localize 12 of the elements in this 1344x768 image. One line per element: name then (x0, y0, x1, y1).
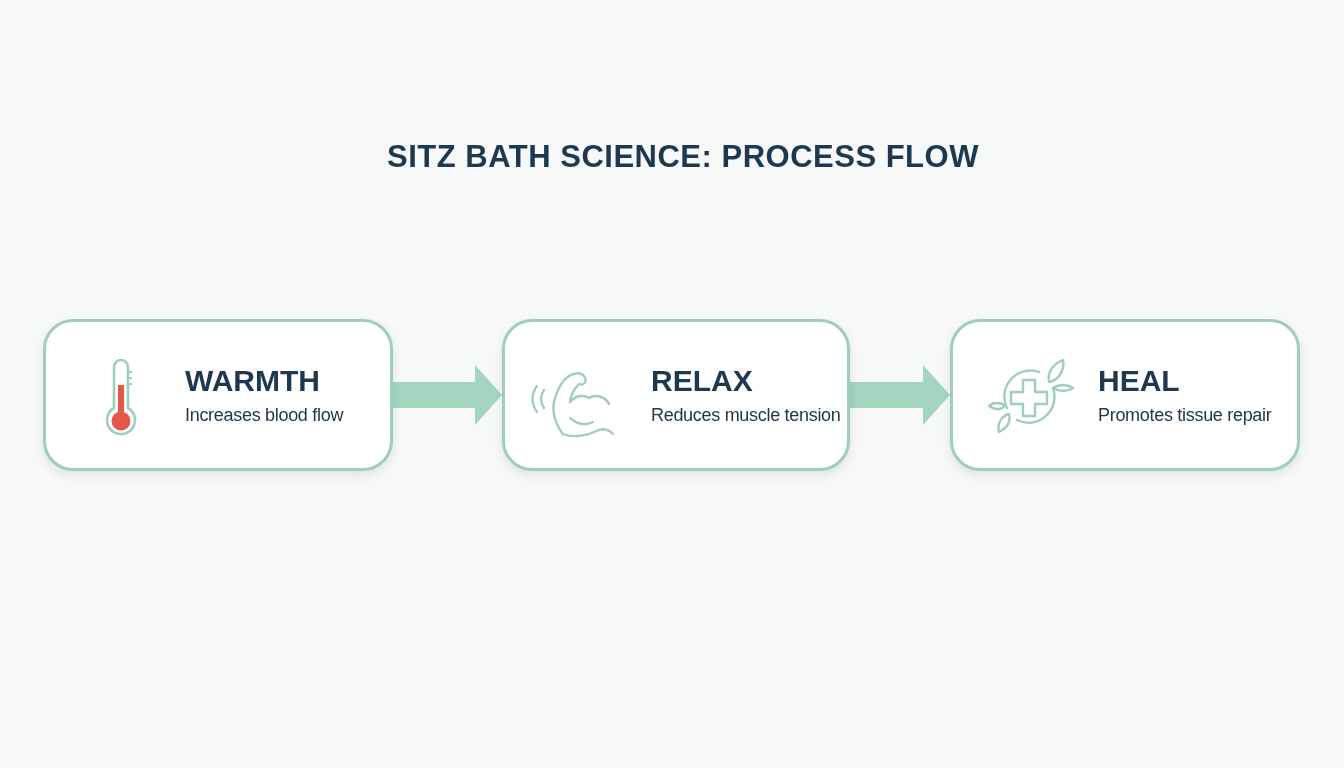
arrow (850, 365, 950, 425)
step-title: RELAX (651, 364, 753, 397)
process-box (502, 319, 850, 471)
process-box (43, 319, 393, 471)
step-description: Promotes tissue repair (1098, 405, 1272, 427)
process-box (950, 319, 1300, 471)
arrow (393, 365, 502, 425)
diagram-title: SITZ BATH SCIENCE: PROCESS FLOW (387, 138, 979, 176)
step-description: Increases blood flow (185, 405, 344, 427)
step-title: HEAL (1098, 364, 1180, 397)
step-title: WARMTH (185, 364, 320, 397)
step-description: Reduces muscle tension (651, 405, 841, 427)
